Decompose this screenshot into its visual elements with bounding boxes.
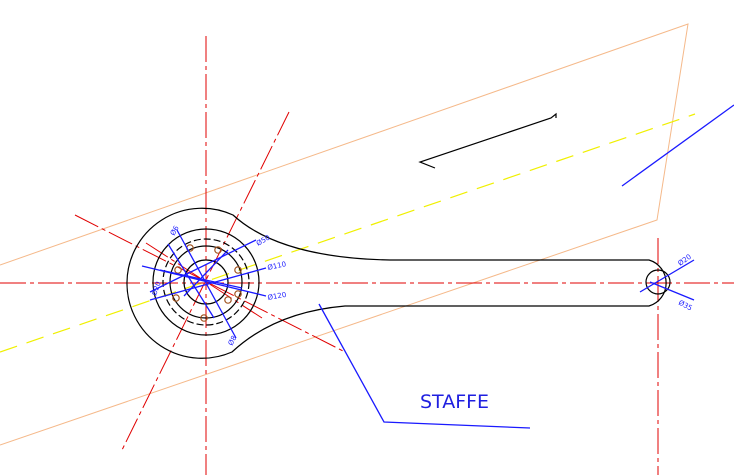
direction-arrow xyxy=(418,112,557,169)
yellow-axis-line xyxy=(0,113,696,353)
dim-label-7: Ø35 xyxy=(677,299,693,313)
dim-label-5: Ø8 xyxy=(227,334,239,347)
dim-label-2: Ø110 xyxy=(267,260,287,272)
center-lines xyxy=(0,36,734,475)
dimension-leaders xyxy=(141,104,734,429)
staffe-label: STAFFE xyxy=(420,391,489,413)
dim-label-3: Ø120 xyxy=(267,291,287,302)
lever-outline xyxy=(126,207,671,359)
reference-plane xyxy=(0,23,689,446)
dim-label-1: Ø50 xyxy=(255,234,271,248)
